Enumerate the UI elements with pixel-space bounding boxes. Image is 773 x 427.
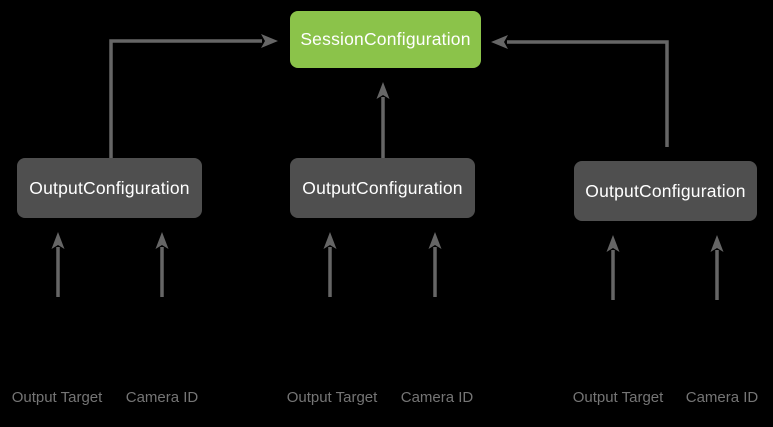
output-target-label-3: Output Target	[572, 389, 664, 406]
output-configuration-box-1: OutputConfiguration	[17, 158, 202, 218]
arrow-output3-to-session	[491, 35, 669, 147]
output-target-label-1: Output Target	[11, 389, 103, 406]
arrow-output1-to-session	[109, 34, 278, 158]
output-configuration-box-3: OutputConfiguration	[574, 161, 757, 221]
session-configuration-box: SessionConfiguration	[290, 11, 481, 68]
camera-id-label-1: Camera ID	[125, 389, 199, 406]
output-target-label-2: Output Target	[286, 389, 378, 406]
arrow-output-target-1	[51, 232, 65, 297]
camera-id-label-2: Camera ID	[400, 389, 474, 406]
output-configuration-box-2: OutputConfiguration	[290, 158, 475, 218]
arrow-camera-id-1	[155, 232, 169, 297]
arrow-output2-to-session	[376, 82, 390, 158]
arrow-camera-id-3	[710, 235, 724, 300]
arrow-output-target-3	[606, 235, 620, 300]
camera-id-label-3: Camera ID	[685, 389, 759, 406]
arrow-camera-id-2	[428, 232, 442, 297]
arrow-output-target-2	[323, 232, 337, 297]
